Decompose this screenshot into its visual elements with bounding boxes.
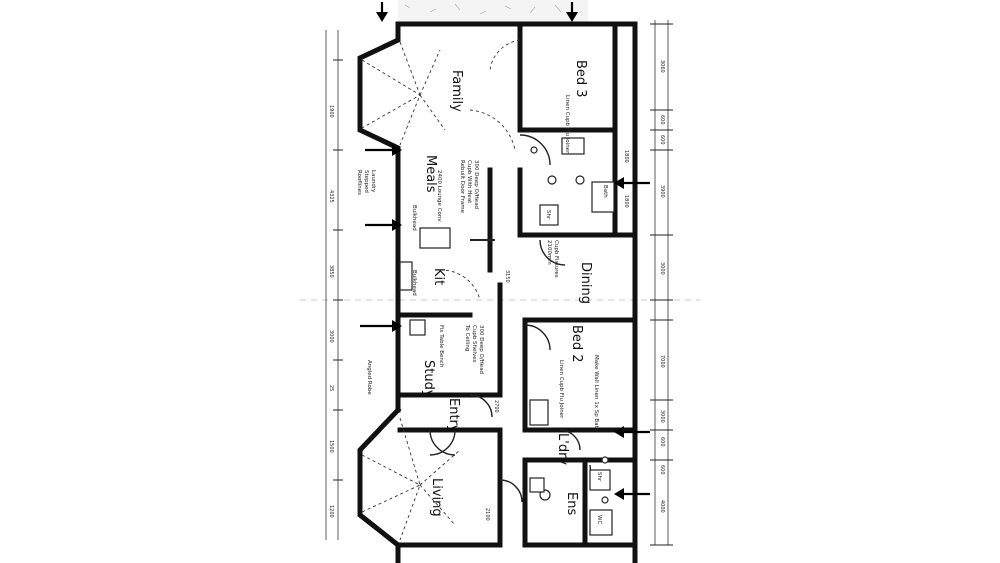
- dim-right-8: 600: [659, 437, 665, 447]
- note-dining-1: 2100mm: [546, 240, 552, 265]
- dim-left-2: 4325: [328, 190, 334, 203]
- room-meals: Meals: [423, 155, 438, 193]
- note-kit-1: Bulkhead: [411, 270, 417, 296]
- dim-inner-3: 3150: [504, 270, 510, 283]
- note-bath: Bath: [602, 185, 608, 198]
- note-meals-1: 300 Deep O/Head: [473, 160, 479, 209]
- room-ens: Ens: [564, 492, 579, 515]
- note-dining-2: Cupb Fixtures: [553, 240, 559, 278]
- dim-left-1: 1900: [328, 105, 334, 118]
- room-study: Study: [421, 360, 436, 398]
- dim-inner-4: 2700: [493, 400, 499, 413]
- door-swings: [429, 39, 611, 503]
- note-study-3: To Ceiling: [464, 324, 470, 351]
- room-bed3: Bed 3: [573, 60, 588, 98]
- room-living: Living: [429, 478, 444, 517]
- dimension-left: [325, 30, 343, 540]
- note-meals-5: 2400 Lounge Conv: [436, 170, 442, 222]
- dim-right-10: 4000: [659, 500, 665, 513]
- note-left-2: Stepped: [363, 170, 369, 193]
- note-shr: Shr: [545, 210, 551, 220]
- note-left-3: Rooflines: [356, 170, 362, 195]
- note-meals-4: Bulkhead: [411, 205, 417, 231]
- annotation-notes: Linen Cupb Flu Joiner Linen Cupb Flu Joi…: [356, 95, 608, 524]
- note-bed2-wir: Make Wall Linen 1x Sp Bath: [593, 355, 599, 432]
- dim-left-6: 1500: [328, 440, 334, 453]
- dim-left-3: 3850: [328, 265, 334, 278]
- dim-right-5: 3000: [659, 262, 665, 275]
- dim-inner-2: 1800: [623, 195, 629, 208]
- room-bed2: Bed 2: [569, 325, 584, 363]
- fixtures: [399, 137, 615, 536]
- bay-window-living: [361, 417, 461, 541]
- room-labels: Family Bed 3 Meals Dining Kit Bed 2 Stud…: [421, 60, 593, 517]
- dim-left-5: 25: [328, 385, 334, 391]
- room-ldry: L'dry: [555, 433, 570, 465]
- room-dining: Dining: [578, 262, 593, 304]
- room-entry: Entry: [446, 398, 461, 433]
- note-ens-1: WC: [596, 515, 602, 524]
- dim-inner-1: 1800: [623, 150, 629, 163]
- note-study-2: Cupb Shelves: [471, 325, 477, 363]
- room-family: Family: [449, 70, 464, 112]
- dim-inner-labels: 1800 1800 3150 2700 2100: [484, 150, 629, 521]
- note-study-1: 300 Deep O/Head: [478, 325, 484, 374]
- dim-right-6: 7000: [659, 355, 665, 368]
- note-meals-2: Cupb With Heat: [466, 160, 472, 204]
- dim-right-2: 600: [659, 115, 665, 125]
- note-meals-3: Rebuilt Door Frame: [459, 160, 465, 214]
- dim-inner-5: 2100: [484, 508, 490, 521]
- note-entry-1: Angled Robe: [366, 360, 372, 395]
- dim-right-3: 600: [659, 135, 665, 145]
- dim-right-4: 3900: [659, 185, 665, 198]
- note-study-4: Fix Table Bench: [438, 325, 444, 368]
- dim-left-labels: 1900 4325 3850 3000 25 1500 1200: [328, 105, 334, 518]
- dimension-right: [650, 20, 673, 546]
- paving-strip: [398, 0, 588, 24]
- note-ldry-1: Shr: [596, 472, 602, 482]
- note-bed2-robe: Linen Cupb Flu Joiner: [558, 360, 564, 419]
- dim-left-4: 3000: [328, 330, 334, 343]
- dim-right-1: 3060: [659, 60, 665, 73]
- note-bed3-robe: Linen Cupb Flu Joiner: [564, 95, 570, 154]
- dim-right-labels: 3060 600 600 3900 3000 7000 3000 600 600…: [659, 60, 665, 513]
- section-arrows: [360, 2, 650, 500]
- bay-window-family: [361, 41, 446, 146]
- room-kit: Kit: [431, 268, 446, 285]
- dim-right-9: 600: [659, 465, 665, 475]
- dim-right-7: 3000: [659, 410, 665, 423]
- note-left-1: Laundry: [370, 170, 376, 193]
- dim-left-7: 1200: [328, 505, 334, 518]
- internal-walls: [397, 21, 638, 548]
